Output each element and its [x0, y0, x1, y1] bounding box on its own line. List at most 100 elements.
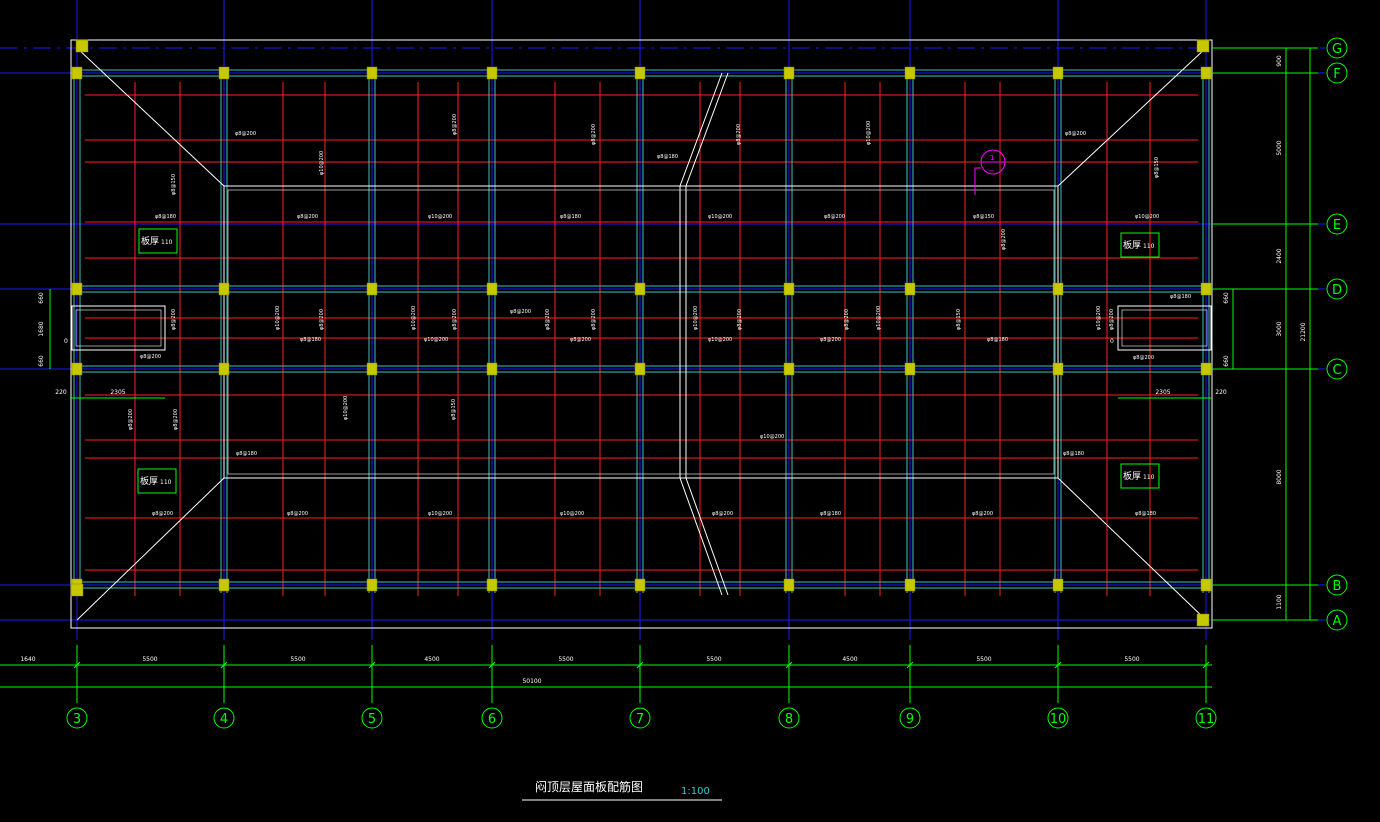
dim-tick-2: [368, 661, 376, 669]
dim-right-seg-2: 2400: [1276, 248, 1283, 263]
column-2-2: [366, 362, 378, 376]
column-7-0: [1052, 66, 1064, 80]
rebar-label-h-12: φ10@200: [424, 337, 448, 343]
grid-label-5: 5: [368, 712, 376, 727]
dim-tick-7: [1054, 661, 1062, 669]
opening-left-mark: 0: [64, 338, 68, 345]
column-1-2: [218, 362, 230, 376]
rebar-label-h-15: φ8@200: [820, 337, 841, 343]
column-1-1: [218, 282, 230, 296]
rebar-label-v-2: φ8@200: [452, 114, 458, 135]
rebar-label-v-9: φ8@200: [319, 309, 325, 330]
grid-label-7: 7: [636, 712, 644, 727]
grid-bubble-B: [1326, 574, 1348, 596]
dim-tick-8: [1202, 661, 1210, 669]
rebar-label-h-6: φ8@150: [973, 214, 994, 220]
grid-bubble-11: [1195, 707, 1217, 729]
dim-span-6: 4500: [842, 656, 857, 663]
rebar-label-h-14: φ10@200: [708, 337, 732, 343]
rebar-label-v-25: φ8@150: [451, 399, 457, 420]
dim-span-0: 1640: [20, 656, 35, 663]
column-7-3: [1052, 578, 1064, 592]
rebar-layer: [85, 82, 1198, 596]
slab-tag-box-0: [138, 228, 178, 254]
slab-tag-label-2: 板厚: [140, 475, 158, 487]
dim-right-opening-1: 660: [1223, 355, 1230, 367]
rebar-label-v-22: φ8@200: [128, 409, 134, 430]
dim-right-seg-5: 1100: [1276, 594, 1283, 609]
column-0-0: [71, 66, 83, 80]
ridge-outline: [223, 185, 1059, 479]
grid-bubble-D: [1326, 278, 1348, 300]
rebar-label-v-4: φ8@200: [736, 124, 742, 145]
column-5-2: [783, 362, 795, 376]
grid-label-A: A: [1333, 614, 1342, 629]
grid-bubble-6: [481, 707, 503, 729]
rebar-label-h-26: φ8@200: [712, 511, 733, 517]
rebar-label-h-20: φ10@200: [760, 434, 784, 440]
grid-label-8: 8: [785, 712, 793, 727]
column-6-2: [904, 362, 916, 376]
column-2-0: [366, 66, 378, 80]
slab-tag-value-1: 110: [1143, 243, 1155, 250]
rebar-label-v-16: φ8@200: [844, 309, 850, 330]
rebar-label-v-0: φ8@150: [171, 174, 177, 195]
rebar-label-h-0: φ8@180: [155, 214, 176, 220]
column-3-2: [486, 362, 498, 376]
corner-column-3: [1196, 613, 1210, 627]
rebar-label-v-12: φ8@200: [545, 309, 551, 330]
rebar-label-h-2: φ10@200: [428, 214, 452, 220]
column-3-1: [486, 282, 498, 296]
rebar-label-h-24: φ10@200: [428, 511, 452, 517]
rebar-label-h-19: φ8@180: [236, 451, 257, 457]
grid-bubble-8: [778, 707, 800, 729]
column-4-0: [634, 66, 646, 80]
column-2-3: [366, 578, 378, 592]
grid-label-4: 4: [220, 712, 228, 727]
rebar-label-h-25: φ10@200: [560, 511, 584, 517]
grid-bubble-G: [1326, 37, 1348, 59]
hip-line-2: [76, 477, 225, 621]
dim-edge-offset-right: 220: [1215, 389, 1227, 396]
grid-bubble-7: [629, 707, 651, 729]
column-0-2: [71, 362, 83, 376]
rebar-label-v-15: φ8@200: [737, 309, 743, 330]
column-3-3: [486, 578, 498, 592]
slab-tag-value-2: 110: [160, 479, 172, 486]
grid-bubble-A: [1326, 609, 1348, 631]
rebar-label-v-14: φ10@200: [693, 306, 699, 330]
grid-label-11: 11: [1198, 712, 1215, 727]
column-layer: [70, 39, 1212, 627]
dim-tick-4: [636, 661, 644, 669]
dim-opening-width-right: 2305: [1155, 389, 1170, 396]
dim-tick-6: [906, 661, 914, 669]
rebar-label-h-11: φ8@180: [300, 337, 321, 343]
section-marker-leader: [974, 167, 981, 195]
rebar-label-v-6: φ8@150: [1154, 157, 1160, 178]
column-1-0: [218, 66, 230, 80]
roof-outline: [70, 39, 1213, 629]
column-5-1: [783, 282, 795, 296]
rebar-label-v-3: φ8@200: [591, 124, 597, 145]
corner-column-1: [1196, 39, 1210, 53]
rebar-label-h-8: φ8@200: [235, 131, 256, 137]
rebar-label-v-23: φ8@200: [173, 409, 179, 430]
dim-right-seg-4: 8000: [1276, 469, 1283, 484]
grid-bubble-4: [213, 707, 235, 729]
grid-bubble-10: [1047, 707, 1069, 729]
dim-span-7: 5500: [976, 656, 991, 663]
dim-left-opening-1: 1680: [38, 321, 45, 336]
rebar-label-v-10: φ10@200: [411, 306, 417, 330]
rebar-label-h-4: φ10@200: [708, 214, 732, 220]
rebar-label-v-18: φ8@150: [956, 309, 962, 330]
section-marker-bottom: —: [988, 167, 994, 174]
slab-tag-box-2: [137, 468, 177, 494]
grid-label-F: F: [1333, 67, 1340, 82]
dim-span-2: 5500: [290, 656, 305, 663]
grid-label-9: 9: [906, 712, 914, 727]
